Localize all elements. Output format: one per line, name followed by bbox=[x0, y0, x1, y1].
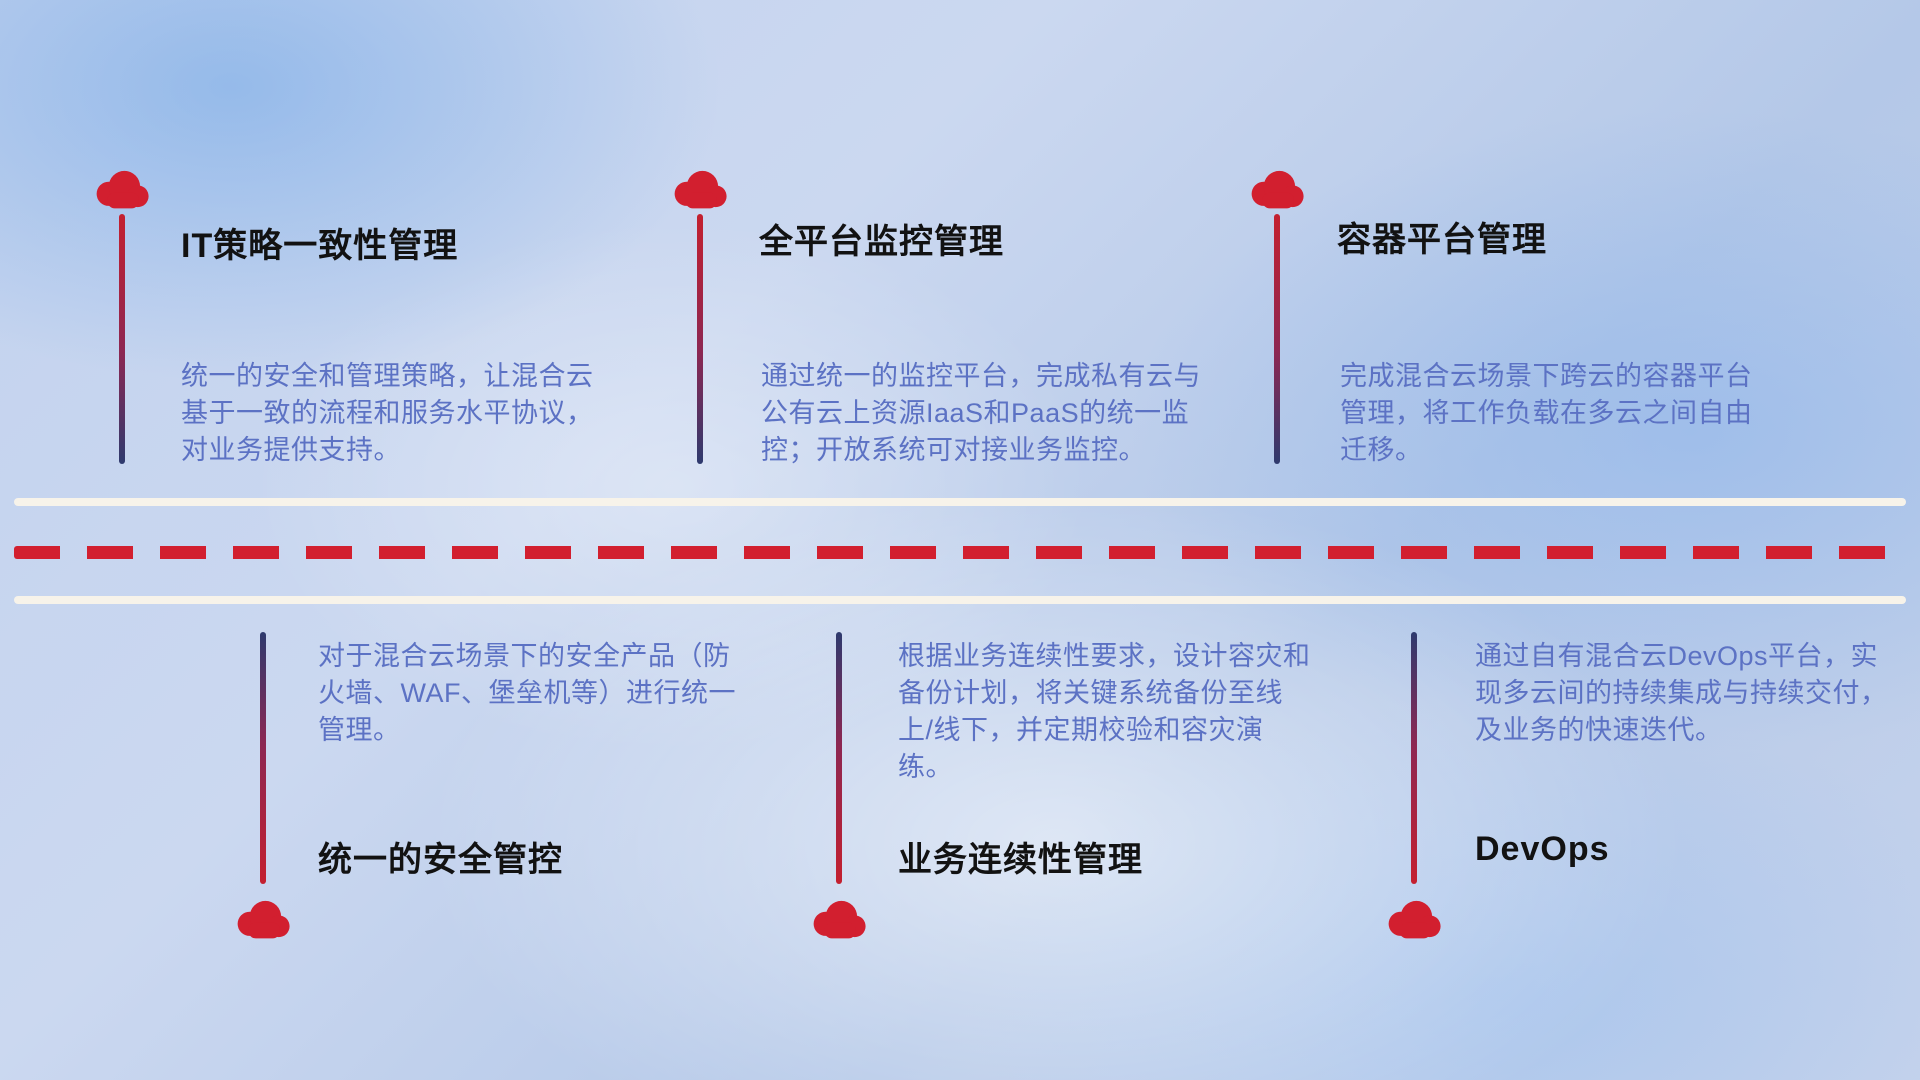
capability-title: DevOps bbox=[1475, 830, 1610, 868]
capability-description: 通过自有混合云DevOps平台，实现多云间的持续集成与持续交付，及业务的快速迭代… bbox=[1475, 641, 1888, 745]
cloud-icon bbox=[1385, 898, 1443, 940]
capability-title: 容器平台管理 bbox=[1337, 221, 1547, 259]
pin-line bbox=[260, 632, 266, 884]
capability-description: 完成混合云场景下跨云的容器平台管理，将工作负载在多云之间自由迁移。 bbox=[1340, 361, 1753, 465]
capability-title: 全平台监控管理 bbox=[759, 223, 1004, 261]
cloud-icon bbox=[671, 168, 729, 210]
capability-title: IT策略一致性管理 bbox=[181, 227, 459, 265]
road-dashed-centerline bbox=[14, 546, 1906, 559]
pin-line bbox=[119, 214, 125, 464]
capability-description: 通过统一的监控平台，完成私有云与公有云上资源IaaS和PaaS的统一监控；开放系… bbox=[761, 361, 1201, 465]
pin-line bbox=[1411, 632, 1417, 884]
road-upper-line bbox=[14, 498, 1906, 506]
pin-line bbox=[1274, 214, 1280, 464]
capability-description: 统一的安全和管理策略，让混合云基于一致的流程和服务水平协议，对业务提供支持。 bbox=[181, 361, 594, 465]
cloud-icon bbox=[234, 898, 292, 940]
pin-line bbox=[836, 632, 842, 884]
capability-description: 对于混合云场景下的安全产品（防火墙、WAF、堡垒机等）进行统一管理。 bbox=[318, 641, 736, 745]
road-lower-line bbox=[14, 596, 1906, 604]
cloud-icon bbox=[93, 168, 151, 210]
capability-title: 统一的安全管控 bbox=[318, 841, 563, 879]
capability-title: 业务连续性管理 bbox=[898, 841, 1143, 879]
cloud-icon bbox=[1248, 168, 1306, 210]
capability-description: 根据业务连续性要求，设计容灾和备份计划，将关键系统备份至线上/线下，并定期校验和… bbox=[898, 641, 1311, 782]
cloud-icon bbox=[810, 898, 868, 940]
pin-line bbox=[697, 214, 703, 464]
